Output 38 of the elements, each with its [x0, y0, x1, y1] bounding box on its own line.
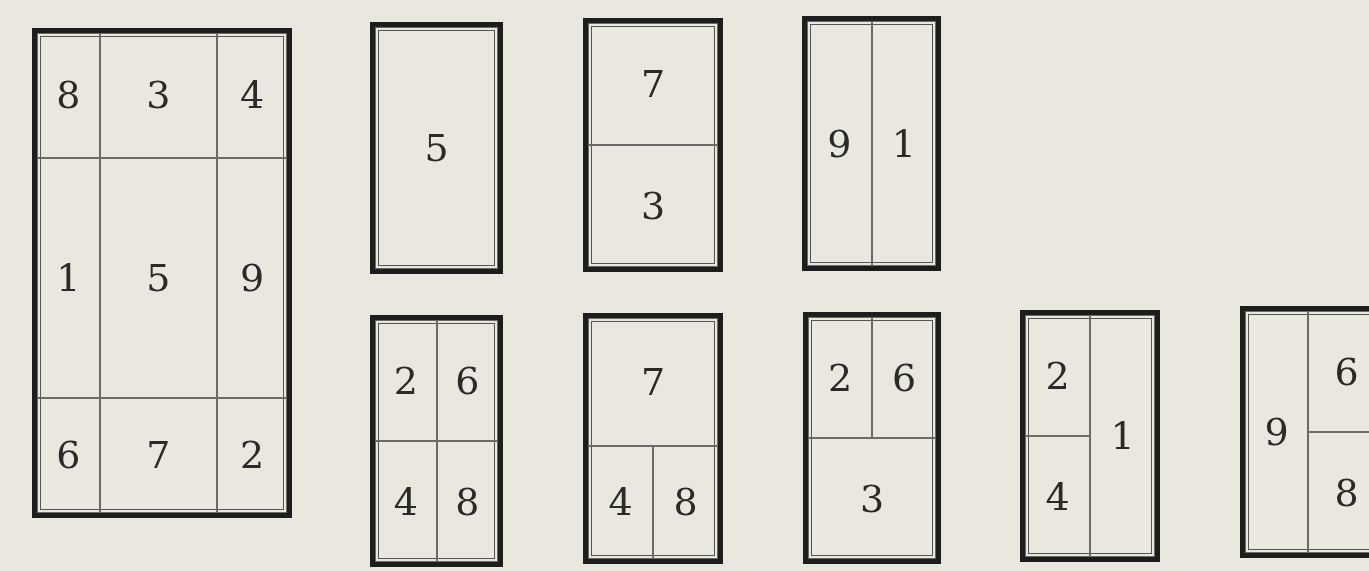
rectangle-frame — [583, 18, 723, 272]
number-cell: 3 — [99, 33, 217, 158]
number-cell: 6 — [436, 320, 498, 441]
number-cell: 7 — [588, 23, 718, 145]
number-cell: 7 — [99, 397, 217, 513]
rectangle-frame — [803, 312, 941, 564]
number-cell: 2 — [808, 317, 872, 438]
number-cell: 5 — [99, 157, 217, 398]
number-cell: 3 — [808, 438, 936, 559]
number-cell: 9 — [217, 157, 287, 398]
number-cell: 6 — [37, 397, 100, 513]
number-cell: 4 — [1025, 436, 1090, 557]
number-cell: 8 — [436, 441, 498, 562]
number-cell: 4 — [217, 33, 287, 158]
rectangle-frame — [802, 16, 941, 271]
number-cell: 4 — [375, 441, 437, 562]
number-cell: 2 — [375, 320, 437, 441]
number-cell: 3 — [588, 145, 718, 267]
number-cell: 1 — [1090, 315, 1155, 557]
number-cell: 2 — [217, 397, 287, 513]
number-cell: 2 — [1025, 315, 1090, 436]
number-cell: 8 — [1308, 432, 1369, 553]
number-cell: 8 — [37, 33, 100, 158]
number-cell: 6 — [1308, 311, 1369, 432]
rectangle-frame — [1020, 310, 1160, 562]
number-cell: 7 — [588, 318, 718, 446]
number-cell: 9 — [807, 21, 872, 266]
number-cell: 1 — [37, 157, 100, 398]
number-cell: 1 — [871, 21, 936, 266]
rectangle-frame — [370, 315, 503, 567]
rectangle-frame — [583, 313, 723, 564]
number-cell: 6 — [872, 317, 936, 438]
rectangle-frame — [32, 28, 292, 518]
number-cell: 9 — [1245, 311, 1308, 553]
number-cell: 4 — [588, 445, 653, 559]
number-cell: 5 — [375, 27, 498, 269]
rectangle-frame — [1240, 306, 1369, 558]
number-cell: 8 — [653, 445, 718, 559]
